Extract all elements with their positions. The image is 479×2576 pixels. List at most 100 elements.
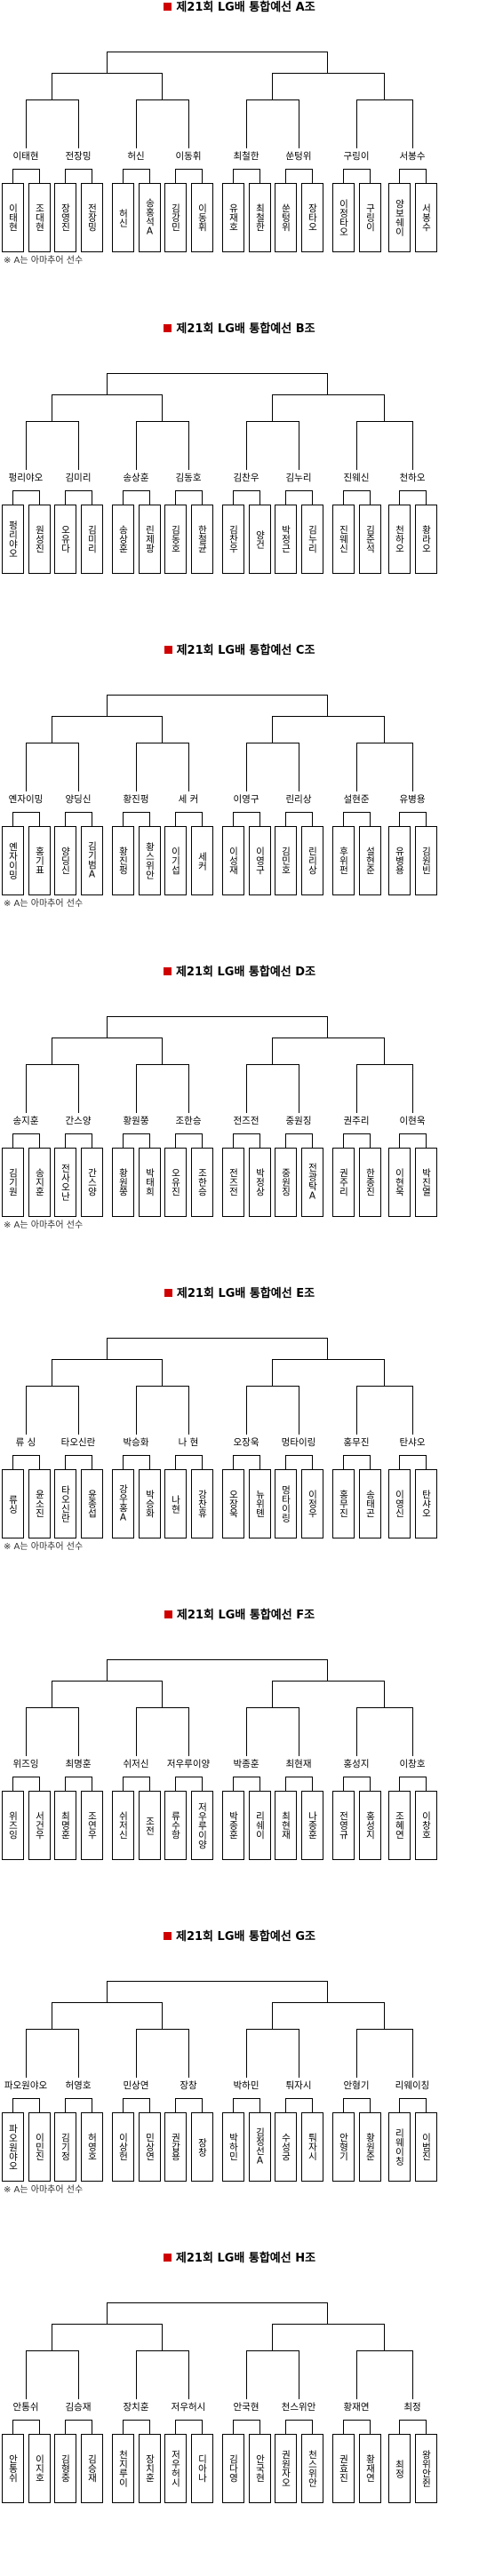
quarterfinal-bracket-line: [26, 99, 79, 100]
player-name: 윤소진: [34, 1490, 45, 1518]
player-name: 김동호: [170, 525, 181, 553]
bracket-line: [65, 1133, 66, 1149]
match-winner-label: 민상연: [123, 2080, 149, 2091]
amateur-note: ※ A는 아마추어 선수: [4, 1220, 84, 1230]
match-bracket-line: [285, 2098, 313, 2099]
player-name: 조전: [144, 1816, 156, 1835]
player-box: 장창: [191, 2112, 213, 2182]
bracket-line: [233, 812, 234, 827]
bracket-line: [233, 1777, 234, 1792]
match-bracket-line: [233, 1133, 260, 1134]
bracket-line: [412, 99, 413, 148]
match-bracket-line: [233, 169, 260, 170]
match-bracket-line: [12, 812, 40, 813]
bracket-line: [26, 99, 27, 148]
player-name: 박승화: [144, 1490, 156, 1518]
bracket-line: [123, 2420, 124, 2435]
player-name: 황라오: [420, 525, 432, 553]
player-box: 한철균: [191, 505, 213, 574]
bracket-line: [259, 1777, 260, 1792]
player-box: 오유다: [54, 505, 76, 574]
bracket-line: [12, 812, 13, 827]
player-box: 권갑용: [164, 2112, 187, 2182]
quarterfinal-bracket-line: [246, 2029, 299, 2030]
player-box: 저우허시: [164, 2434, 187, 2503]
bracket-line: [412, 1707, 413, 1756]
player-box: 홍성지: [359, 1791, 381, 1860]
player-box: 허신: [112, 183, 134, 252]
player-box: 유병용: [388, 826, 411, 895]
player-name: 유병용: [394, 847, 405, 875]
match-winner-label: 전즈전: [233, 1116, 259, 1126]
player-name: 박하민: [228, 2133, 239, 2161]
player-name: 김준석: [364, 525, 376, 553]
bracket-line: [136, 2350, 137, 2399]
match-winner-label: 황진펑: [123, 794, 149, 805]
player-name: 나현: [170, 1494, 181, 1514]
match-bracket-line: [343, 1455, 371, 1456]
bracket-line: [343, 1133, 344, 1149]
match-winner-label: 이동휘: [175, 151, 202, 162]
match-winner-label: 천스위안: [281, 2402, 316, 2413]
player-name: 홍성지: [364, 1811, 376, 1840]
player-name: 양보쉐이: [394, 199, 405, 236]
bracket-line: [399, 169, 400, 184]
bracket-line: [202, 812, 203, 827]
bracket-line: [259, 490, 260, 505]
player-box: 최명훈: [54, 1791, 76, 1860]
bracket-line: [426, 812, 427, 827]
player-name: 이기섭: [170, 847, 181, 875]
match-winner-label: 박종훈: [233, 1759, 259, 1769]
amateur-note: ※ A는 아마추어 선수: [4, 1542, 84, 1552]
match-bracket-line: [12, 169, 40, 170]
player-name: 송상훈: [117, 525, 129, 553]
quarterfinal-bracket-line: [26, 1064, 79, 1065]
quarterfinal-bracket-line: [356, 1064, 413, 1065]
bracket-line: [233, 1133, 234, 1149]
player-box: 황진펑: [112, 826, 134, 895]
player-box: 이민진: [28, 2112, 51, 2182]
player-box: 장영진: [54, 183, 76, 252]
group-title-text: 제21회 LG배 통합예선 G조: [176, 1930, 315, 1944]
semifinal-bracket-line: [52, 716, 163, 717]
bracket-line: [259, 2098, 260, 2113]
player-name: 왕위안쥔: [420, 2450, 432, 2487]
final-bracket-line: [107, 1016, 328, 1017]
player-box: 권주리: [332, 1148, 355, 1217]
player-name: 황진펑: [117, 847, 129, 875]
player-name: 이정타오: [338, 199, 349, 236]
bracket-line: [370, 490, 371, 505]
bracket-line: [162, 73, 163, 100]
quarterfinal-bracket-line: [136, 99, 189, 100]
player-box: 이영신: [388, 1469, 411, 1538]
quarterfinal-bracket-line: [356, 99, 413, 100]
match-bracket-line: [233, 2098, 260, 2099]
player-box: 리웨이칭: [388, 2112, 411, 2182]
player-box: 윤종섭: [81, 1469, 103, 1538]
match-bracket-line: [399, 169, 427, 170]
player-box: 박태희: [139, 1148, 161, 1217]
player-box: 이기섭: [164, 826, 187, 895]
match-winner-label: 김미리: [65, 473, 92, 483]
bracket-line: [246, 2029, 247, 2078]
match-winner-label: 세 커: [178, 794, 199, 805]
match-bracket-line: [12, 2098, 40, 2099]
bracket-line: [312, 1455, 313, 1470]
match-bracket-line: [12, 2420, 40, 2421]
bracket-line: [246, 1064, 247, 1113]
bracket-line: [312, 812, 313, 827]
bracket-line: [26, 743, 27, 791]
bracket-line: [188, 1386, 189, 1435]
player-name: 유재호: [228, 203, 239, 232]
player-name: 세커: [196, 851, 208, 871]
player-box: 탄샤오: [415, 1469, 437, 1538]
match-winner-label: 파오원야오: [4, 2080, 48, 2091]
bracket-line: [370, 2420, 371, 2435]
bracket-line: [384, 2002, 385, 2030]
bracket-line: [149, 1133, 150, 1149]
player-box: 천스위안: [301, 2434, 323, 2503]
player-box: 조전: [139, 1791, 161, 1860]
player-name: 천하오: [394, 525, 405, 553]
match-winner-label: 저우루이양: [166, 1759, 211, 1769]
player-name: 안형기: [338, 2133, 349, 2161]
